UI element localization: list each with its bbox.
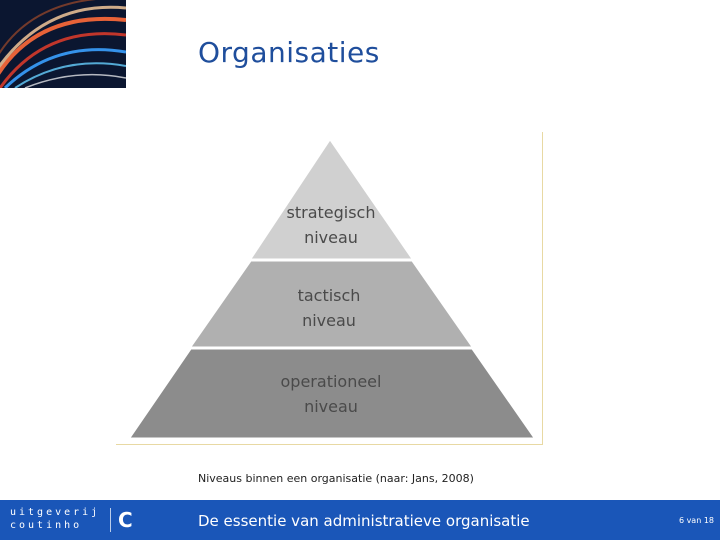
pyramid-diagram: strategisch niveau tactisch niveau opera… [129,139,535,439]
pyramid-tier-strategic [250,139,413,260]
tier-label-tactical-line2: niveau [302,311,356,330]
slide-title: Organisaties [198,36,380,69]
publisher-logo: uitgeverij coutinho [10,506,100,532]
tier-label-tactical-line1: tactisch [298,286,361,305]
pyramid-tier-tactical [190,260,473,348]
pyramid-tier-operational [129,348,535,439]
figure-frame [116,132,543,445]
header-decorative-image [0,0,126,88]
publisher-logo-line1: uitgeverij [10,507,101,518]
footer-bar: uitgeverij coutinho C De essentie van ad… [0,500,720,540]
figure-caption: Niveaus binnen een organisatie (naar: Ja… [198,472,474,485]
logo-divider [110,508,111,532]
publisher-logo-line2: coutinho [10,520,83,531]
light-streaks-graphic [0,0,126,88]
page-indicator: 6 van 18 [678,516,714,525]
header-bar: Organisaties [0,0,720,88]
publisher-mark-icon: C [118,508,133,532]
tier-label-strategic-line2: niveau [304,228,358,247]
tier-label-operational-line1: operationeel [281,372,382,391]
header-band [126,0,720,88]
course-title: De essentie van administratieve organisa… [198,512,530,530]
tier-label-strategic-line1: strategisch [287,203,376,222]
tier-label-operational-line2: niveau [304,397,358,416]
